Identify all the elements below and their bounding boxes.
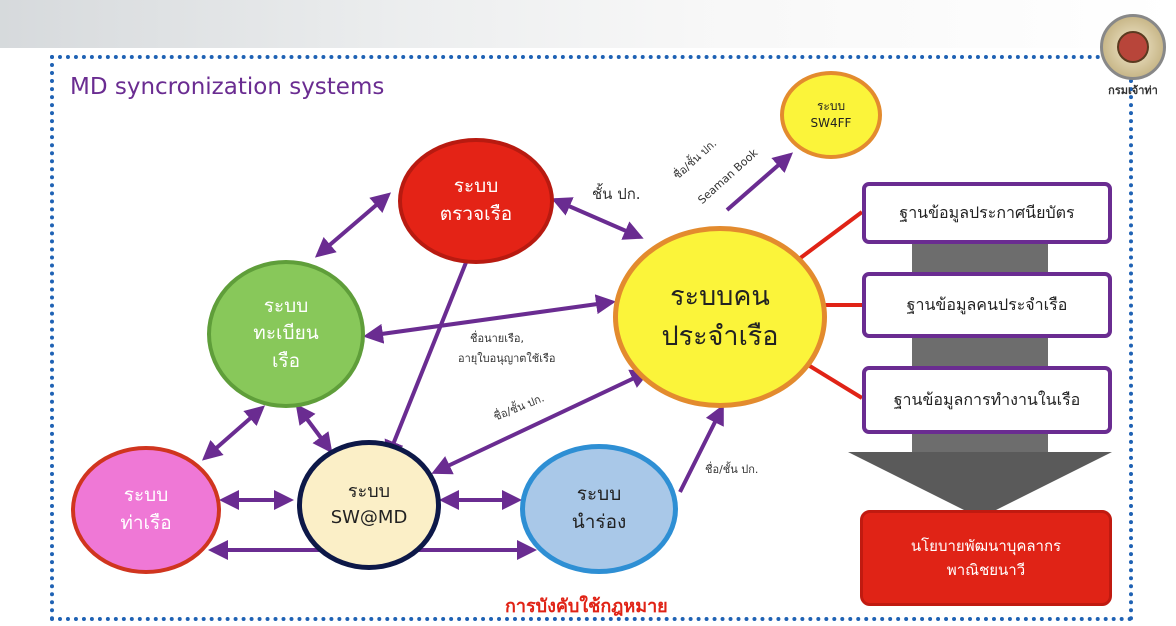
arrow-swmd-crew bbox=[431, 369, 651, 475]
crew-system-node: ระบบคน ประจำเรือ bbox=[613, 226, 827, 408]
connector-crew-db3 bbox=[798, 358, 864, 400]
arrow-pilot-crew bbox=[678, 404, 724, 493]
law-enforcement-caption: การบังคับใช้กฎหมาย bbox=[505, 596, 668, 617]
diagram-title: MD syncronization systems bbox=[70, 74, 385, 100]
node-label: ระบบคน bbox=[670, 280, 770, 312]
registration-system-node: ระบบ ทะเบียน เรือ bbox=[207, 260, 365, 408]
node-label: เรือ bbox=[271, 349, 301, 372]
arrow-inspection-registration bbox=[314, 192, 392, 258]
node-label: ระบบ bbox=[263, 294, 309, 317]
node-label: ระบบ bbox=[347, 480, 391, 502]
database-work-onboard: ฐานข้อมูลการทำงานในเรือ bbox=[862, 366, 1112, 434]
arrow-registration-swmd bbox=[295, 403, 333, 454]
node-label: SW4FF bbox=[810, 116, 852, 130]
database-crew: ฐานข้อมูลคนประจำเรือ bbox=[862, 272, 1112, 338]
label-registration-crew-license: อายุใบอนุญาตใช้เรือ bbox=[458, 352, 556, 365]
node-label: ตรวจเรือ bbox=[439, 203, 513, 225]
inspection-system-node: ระบบ ตรวจเรือ bbox=[398, 138, 554, 264]
label-registration-crew-name: ชื่อนายเรือ, bbox=[470, 332, 524, 345]
node-label: นำร่อง bbox=[571, 511, 627, 533]
database-label: ฐานข้อมูลคนประจำเรือ bbox=[906, 294, 1068, 314]
swmd-system-node: ระบบ SW@MD bbox=[297, 440, 441, 570]
diagram-frame bbox=[50, 55, 1133, 621]
arrow-registration-port bbox=[201, 405, 266, 461]
arrow-crew-sw4ff bbox=[725, 152, 794, 212]
policy-line: นโยบายพัฒนาบุคลากร bbox=[910, 537, 1062, 555]
node-label: ระบบ bbox=[576, 483, 622, 506]
database-certificate: ฐานข้อมูลประกาศนียบัตร bbox=[862, 182, 1112, 244]
pilot-system-node: ระบบ นำร่อง bbox=[520, 444, 678, 574]
seal-caption: กรมเจ้าท่า bbox=[1108, 84, 1158, 97]
sw4ff-system-node: ระบบ SW4FF bbox=[780, 71, 882, 159]
node-label: ทะเบียน bbox=[253, 322, 319, 345]
arrow-inspection-swmd bbox=[384, 241, 477, 461]
policy-box: นโยบายพัฒนาบุคลากร พาณิชยนาวี bbox=[860, 510, 1112, 606]
label-inspection-crew: ชั้น ปก. bbox=[592, 185, 641, 203]
node-label: ประจำเรือ bbox=[661, 321, 779, 352]
connector-crew-db1 bbox=[793, 210, 864, 264]
policy-line: พาณิชยนาวี bbox=[946, 561, 1026, 579]
node-label: ระบบ bbox=[453, 175, 499, 198]
seal-emblem bbox=[1117, 31, 1149, 63]
database-label: ฐานข้อมูลการทำงานในเรือ bbox=[893, 389, 1081, 409]
arrow-inspection-crew bbox=[551, 197, 644, 240]
node-label: ท่าเรือ bbox=[120, 512, 172, 534]
node-label: ระบบ bbox=[816, 98, 846, 113]
label-pilot-crew: ชื่อ/ชั้น ปก. bbox=[705, 463, 759, 476]
port-system-node: ระบบ ท่าเรือ bbox=[71, 446, 221, 574]
header-banner bbox=[0, 0, 1176, 48]
department-seal-logo: กรมเจ้าท่า bbox=[1100, 14, 1166, 97]
node-label: SW@MD bbox=[330, 507, 408, 528]
database-label: ฐานข้อมูลประกาศนียบัตร bbox=[899, 202, 1075, 222]
node-label: ระบบ bbox=[123, 484, 169, 507]
flow-arrow-head bbox=[848, 452, 1112, 518]
